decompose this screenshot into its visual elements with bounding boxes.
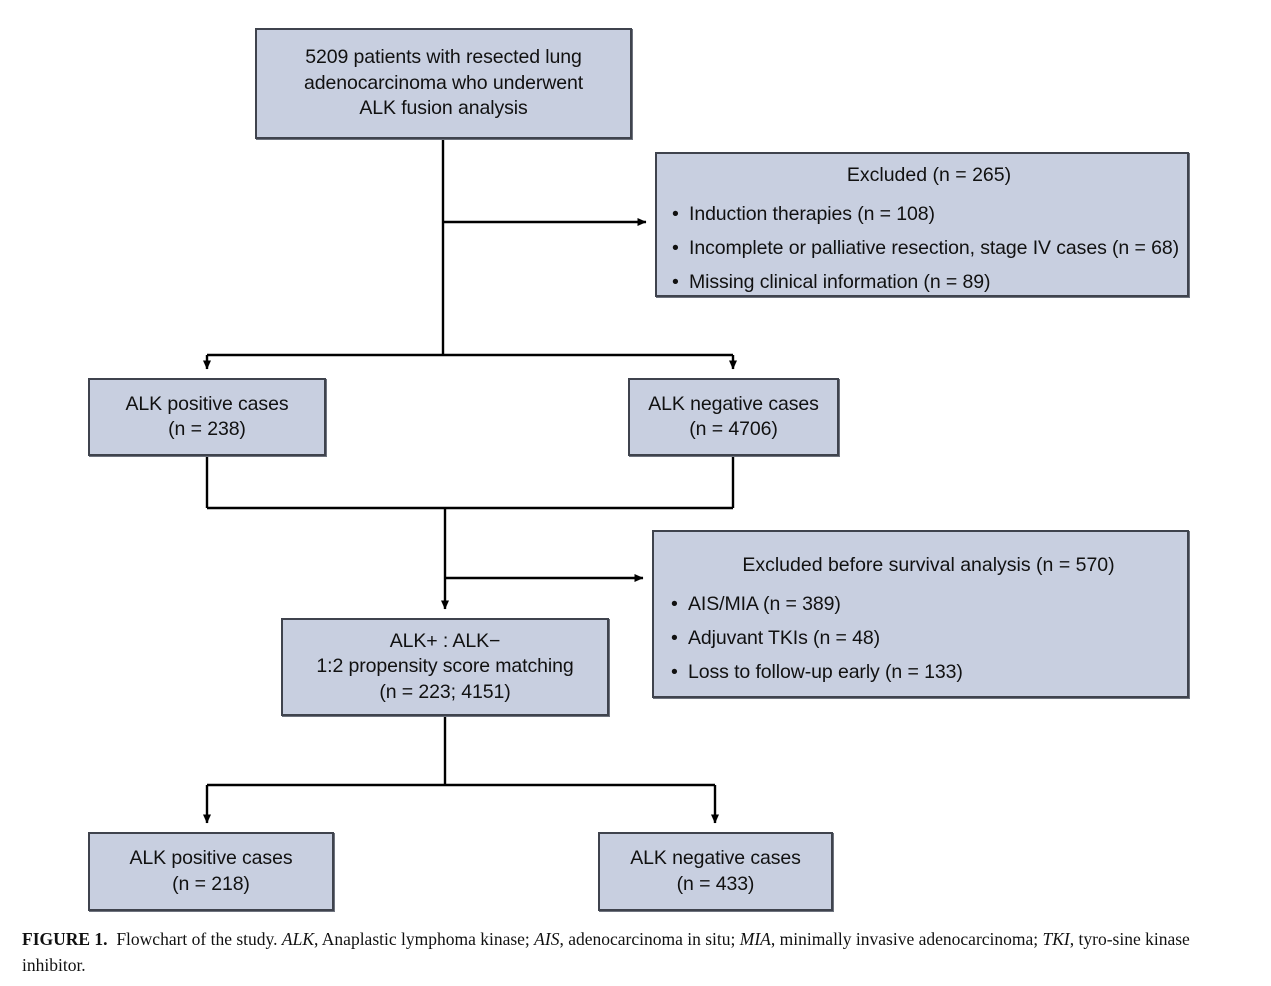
excluded-second-item-label: Loss to follow-up early (n = 133) <box>688 661 963 683</box>
excluded-first-title: Excluded (n = 265) <box>846 163 1012 186</box>
node-propensity-score-matching: ALK+ : ALK− 1:2 propensity score matchin… <box>281 618 609 716</box>
excluded-second-title: Excluded before survival analysis (n = 5… <box>742 554 1115 576</box>
node-psm-line-1: ALK+ : ALK− <box>389 629 501 652</box>
node-alk-positive-1-line-1: ALK positive cases <box>125 392 289 415</box>
bullet-icon: • <box>671 593 678 615</box>
excluded-second-item-label: AIS/MIA (n = 389) <box>688 593 841 615</box>
figure-caption-text-1: Flowchart of the study. <box>116 929 278 949</box>
node-alk-negative-matched: ALK negative cases (n = 433) <box>598 832 833 911</box>
figure-caption: FIGURE 1. Flowchart of the study. ALK, A… <box>22 927 1254 978</box>
bullet-icon: • <box>671 661 678 683</box>
excluded-second-list: • AIS/MIA (n = 389) • Adjuvant TKIs (n =… <box>670 587 1187 689</box>
node-alk-positive-matched: ALK positive cases (n = 218) <box>88 832 334 911</box>
bullet-icon: • <box>672 270 679 293</box>
node-psm-line-2: 1:2 propensity score matching <box>316 655 574 678</box>
excluded-second-item: • AIS/MIA (n = 389) <box>670 587 1187 621</box>
node-excluded-first: Excluded (n = 265) • Induction therapies… <box>655 152 1189 297</box>
node-alk-negative-prematch: ALK negative cases (n = 4706) <box>628 378 839 456</box>
excluded-first-item-label: Incomplete or palliative resection, stag… <box>689 236 1179 259</box>
excluded-first-list: • Induction therapies (n = 108) • Incomp… <box>671 197 1187 299</box>
figure-caption-abbr-alk: ALK <box>281 929 314 949</box>
excluded-second-item: • Adjuvant TKIs (n = 48) <box>670 621 1187 655</box>
figure-caption-abbr-tki: TKI <box>1042 929 1070 949</box>
figure-caption-text-2: , Anaplastic lymphoma kinase; <box>314 929 530 949</box>
node-cohort-line-3: ALK fusion analysis <box>359 97 528 120</box>
figure-caption-abbr-mia: MIA <box>739 929 771 949</box>
node-alk-positive-2-line-2: (n = 218) <box>172 872 250 895</box>
node-alk-negative-1-line-2: (n = 4706) <box>689 418 778 440</box>
bullet-icon: • <box>672 202 679 225</box>
excluded-first-item: • Incomplete or palliative resection, st… <box>671 231 1187 265</box>
excluded-first-item-label: Induction therapies (n = 108) <box>689 202 935 225</box>
figure-caption-text-4: , minimally invasive adenocarcinoma; <box>770 929 1039 949</box>
excluded-first-item-label: Missing clinical information (n = 89) <box>689 270 991 293</box>
node-alk-positive-2-line-1: ALK positive cases <box>129 847 293 869</box>
node-cohort-line-1: 5209 patients with resected lung <box>305 46 582 69</box>
node-alk-negative-1-line-1: ALK negative cases <box>648 392 819 415</box>
node-alk-positive-premarch: ALK positive cases (n = 238) <box>88 378 326 456</box>
node-cohort-line-2: adenocarcinoma who underwent <box>303 71 584 94</box>
node-psm-line-3: (n = 223; 4151) <box>379 680 511 703</box>
node-alk-negative-2-line-1: ALK negative cases <box>630 847 801 869</box>
bullet-icon: • <box>671 627 678 649</box>
node-cohort: 5209 patients with resected lung adenoca… <box>255 28 632 139</box>
excluded-second-item: • Loss to follow-up early (n = 133) <box>670 655 1187 689</box>
node-excluded-second: Excluded before survival analysis (n = 5… <box>652 530 1189 698</box>
excluded-first-item: • Missing clinical information (n = 89) <box>671 265 1187 299</box>
figure-caption-label: FIGURE 1. <box>22 929 108 949</box>
excluded-first-item: • Induction therapies (n = 108) <box>671 197 1187 231</box>
bullet-icon: • <box>672 236 679 259</box>
node-alk-positive-1-line-2: (n = 238) <box>168 418 246 440</box>
figure-caption-text-5: , tyro-sine kinase inhibitor. <box>22 929 1190 975</box>
node-alk-negative-2-line-2: (n = 433) <box>676 872 755 895</box>
figure-caption-abbr-ais: AIS <box>534 929 560 949</box>
excluded-second-item-label: Adjuvant TKIs (n = 48) <box>688 627 881 649</box>
figure-caption-text-3: , adenocarcinoma in situ; <box>559 929 736 949</box>
